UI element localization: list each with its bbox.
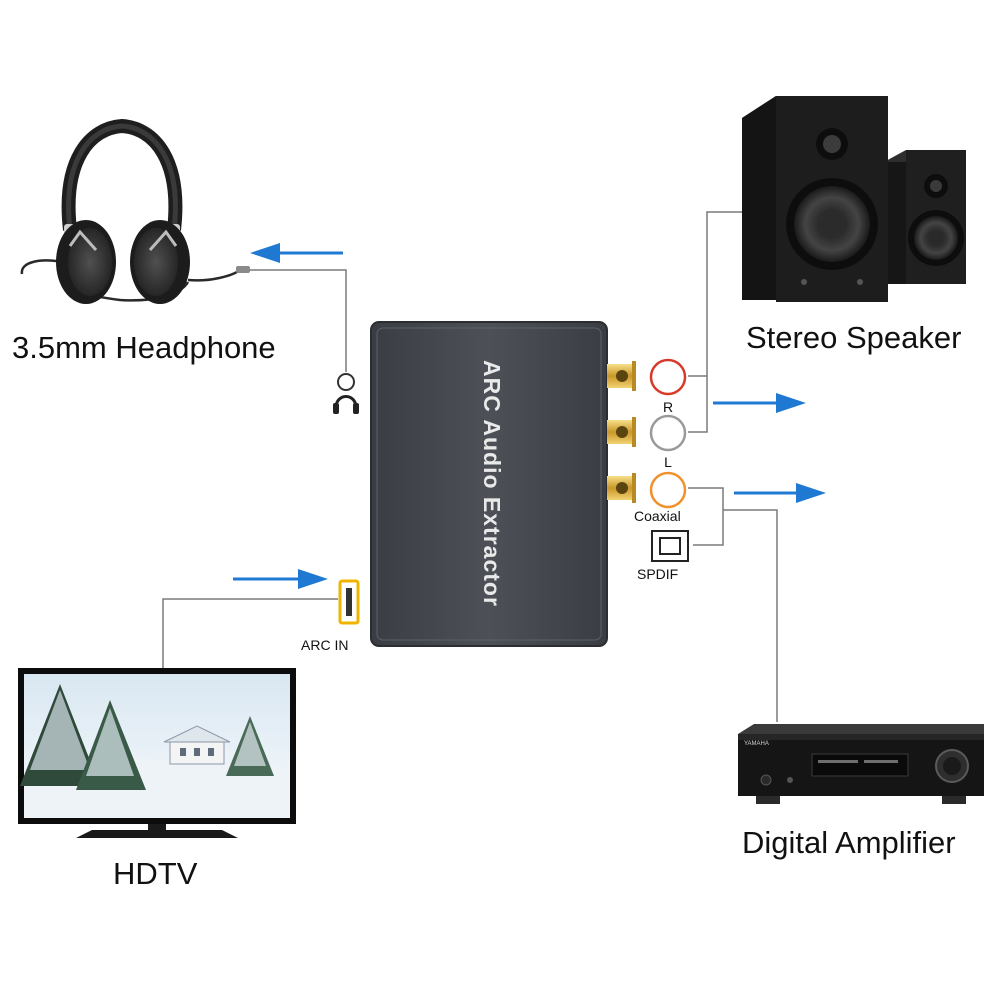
speaker-label: Stereo Speaker — [746, 320, 961, 355]
arrow-icon-amplifier — [734, 483, 826, 503]
rca-jack-icon-coaxial[interactable] — [607, 473, 636, 503]
rca-jack-icon-right[interactable] — [607, 361, 636, 391]
arrow-icon-speaker — [713, 393, 806, 413]
arrow-icon-headphone — [250, 243, 343, 263]
port-coaxial-label: Coaxial — [634, 508, 681, 524]
extractor-device: ARC Audio Extractor — [370, 321, 608, 647]
headphone-label: 3.5mm Headphone — [12, 330, 276, 365]
amplifier-icon: YAMAHA — [738, 724, 984, 804]
wire-speaker — [688, 211, 744, 433]
port-spdif-label: SPDIF — [637, 566, 678, 582]
wire-headphone — [238, 269, 347, 372]
headphone-icon — [20, 118, 250, 304]
amplifier-label: Digital Amplifier — [742, 825, 956, 860]
tv-icon — [18, 668, 296, 838]
speaker-icon — [742, 96, 966, 302]
port-right-icon — [649, 358, 687, 396]
wire-hdtv — [162, 598, 338, 668]
wire-amplifier — [688, 487, 778, 722]
port-right-label: R — [663, 399, 673, 415]
hdmi-port-icon — [338, 579, 360, 625]
extractor-title: ARC Audio Extractor — [479, 360, 505, 607]
optical-port-icon — [651, 530, 689, 562]
port-coaxial-icon — [649, 471, 687, 509]
svg-text:YAMAHA: YAMAHA — [744, 741, 769, 747]
tv-label: HDTV — [113, 856, 198, 891]
headphone-port-icon — [333, 373, 359, 414]
port-arc-in-label: ARC IN — [301, 637, 348, 653]
rca-jack-icon-left[interactable] — [607, 417, 636, 447]
port-left-icon — [649, 414, 687, 452]
port-left-label: L — [664, 454, 672, 470]
arrow-icon-hdtv — [233, 569, 328, 589]
